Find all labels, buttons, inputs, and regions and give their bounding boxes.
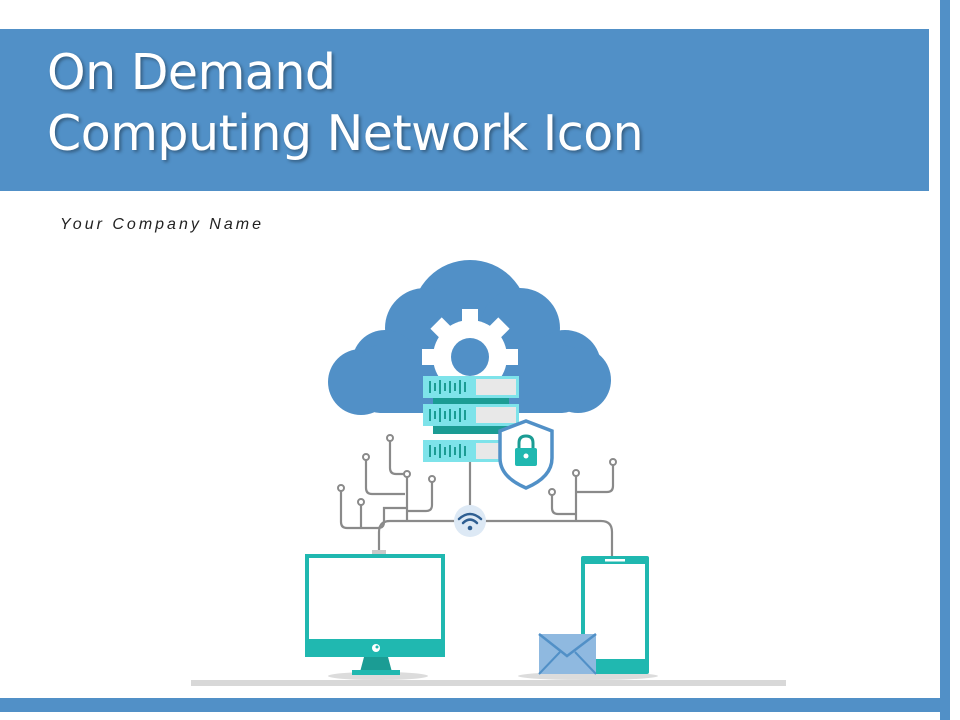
right-accent-bar xyxy=(940,0,950,720)
slide-title: On Demand Computing Network Icon xyxy=(47,42,644,164)
company-name: Your Company Name xyxy=(60,216,264,233)
smartphone-icon xyxy=(581,556,649,674)
network-nodes xyxy=(337,434,617,506)
wifi-icon xyxy=(454,505,486,537)
network-lines xyxy=(339,438,615,556)
title-banner xyxy=(0,29,929,191)
title-line-1: On Demand xyxy=(47,44,336,101)
shield-lock-icon xyxy=(498,419,554,490)
ground-line xyxy=(191,680,786,686)
envelope-icon xyxy=(538,633,597,675)
server-unit xyxy=(423,404,519,426)
title-line-2: Computing Network Icon xyxy=(47,105,644,162)
server-unit xyxy=(423,376,519,398)
server-unit xyxy=(423,440,503,462)
bottom-accent-bar xyxy=(0,698,940,712)
desktop-monitor-icon xyxy=(305,550,445,675)
server-stack-icon xyxy=(423,376,519,462)
